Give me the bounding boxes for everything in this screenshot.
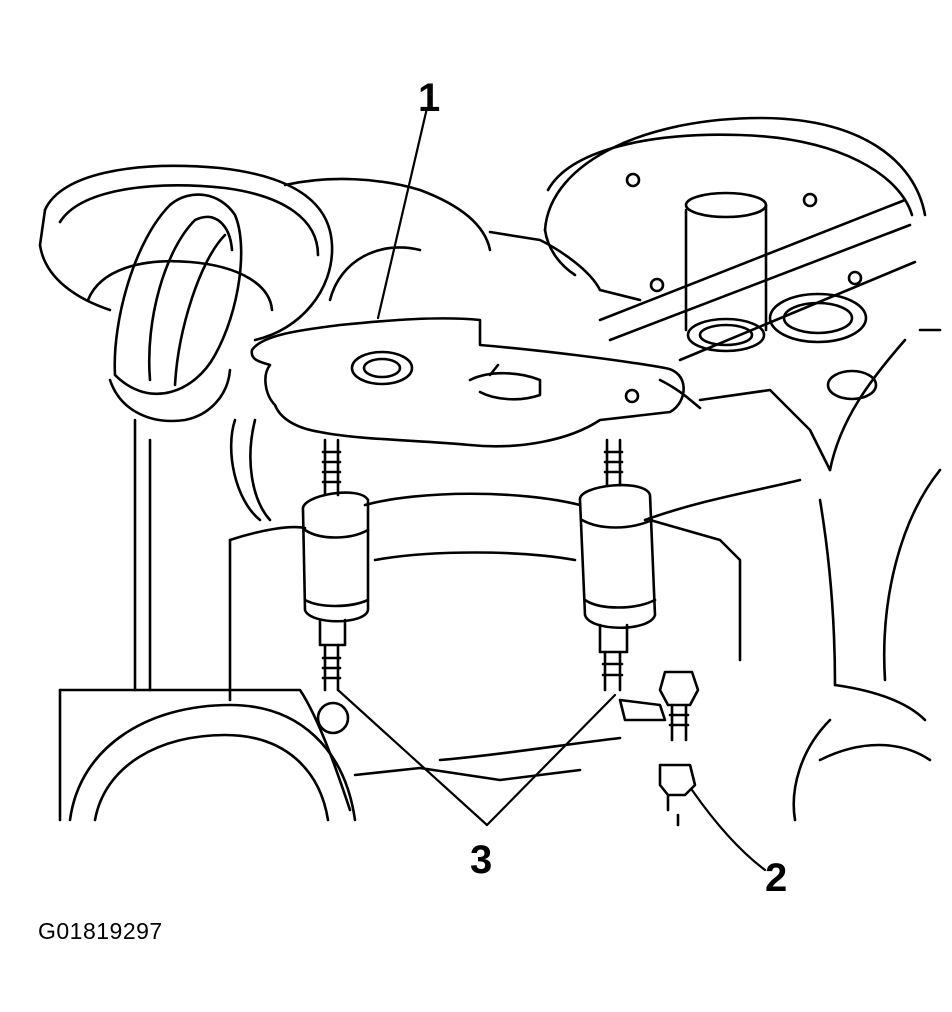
figure-id: G01819297	[38, 918, 163, 944]
bracket	[250, 317, 702, 448]
leader-line-2	[690, 788, 767, 872]
right-stud	[578, 438, 657, 692]
right-pulley	[543, 116, 927, 401]
left-stud	[301, 438, 370, 692]
leader-line-3-left	[336, 688, 489, 827]
callout-1-label: 1	[418, 76, 441, 120]
callout-3-label: 3	[470, 838, 493, 882]
leader-line-1	[376, 106, 429, 320]
bolt-and-nut	[618, 670, 700, 827]
engine-block	[133, 177, 942, 722]
callout-2-label: 2	[765, 856, 788, 900]
lower-housing	[58, 688, 932, 822]
filler-cap	[108, 193, 243, 423]
leader-line-3-right	[485, 693, 617, 827]
leader-lines	[336, 106, 767, 872]
